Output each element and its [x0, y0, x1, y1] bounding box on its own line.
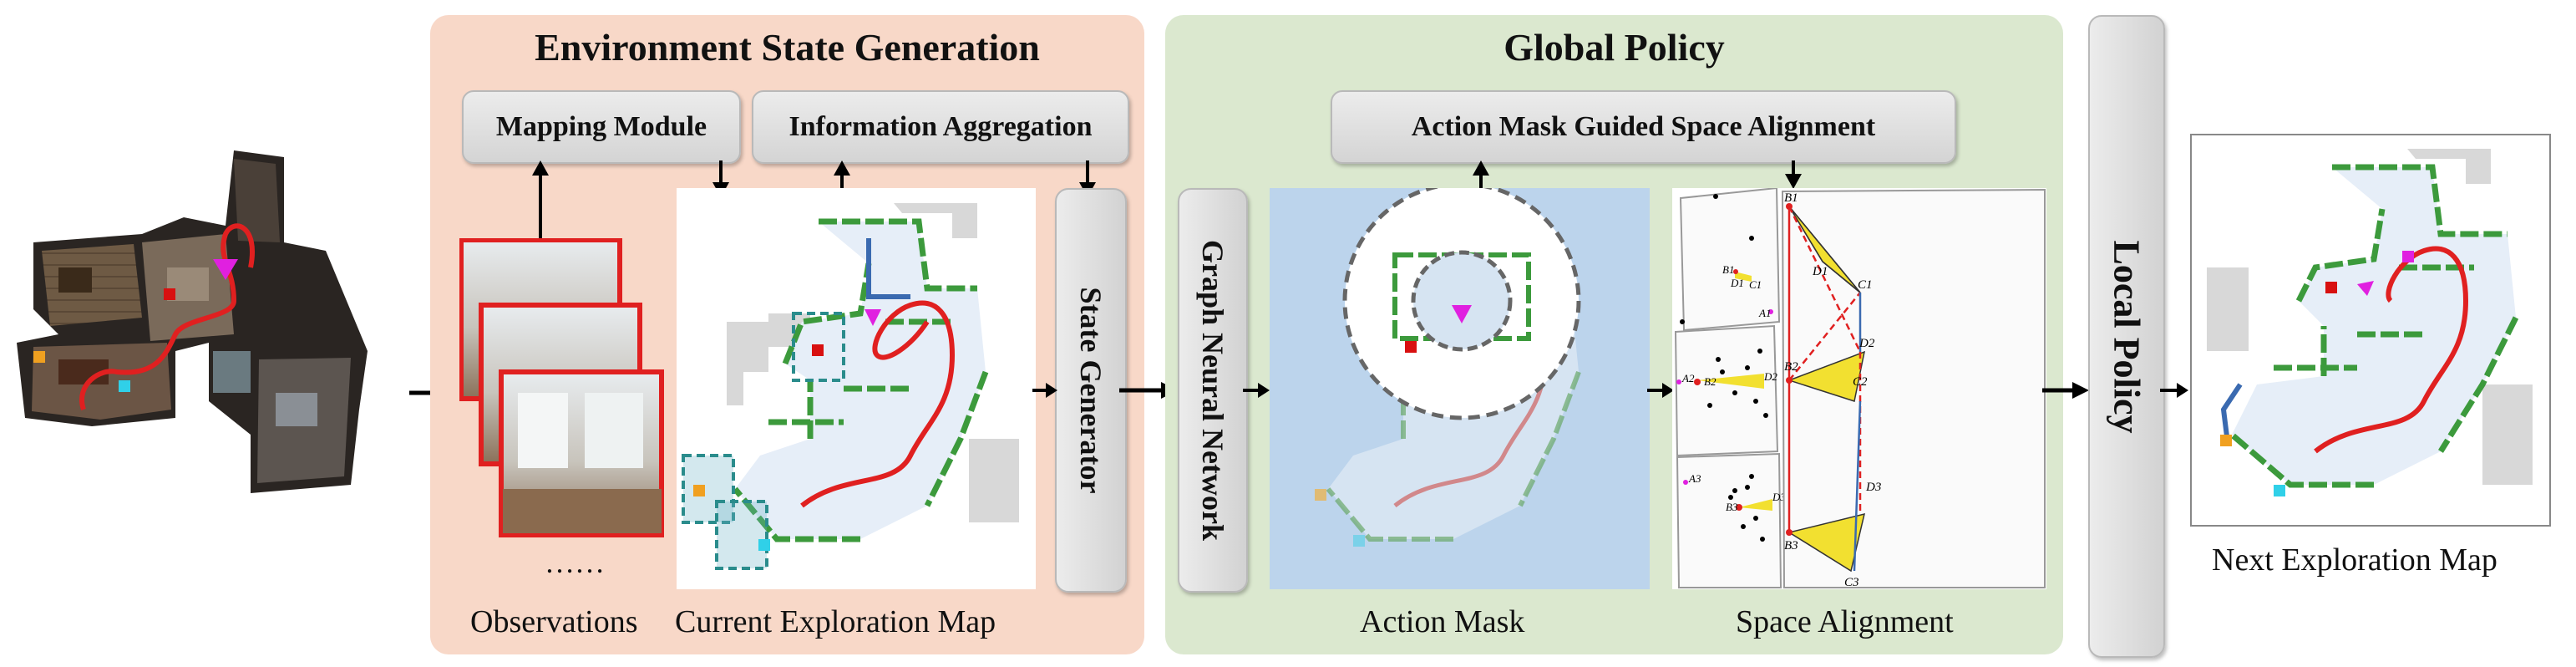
point-cloud-card-2: A2 B2 D2 — [1674, 324, 1779, 457]
local-policy-label: Local Policy — [2106, 240, 2148, 433]
label-b1: B1 — [1784, 191, 1798, 205]
mapping-module-label: Mapping Module — [495, 111, 707, 142]
arrow-local-policy-to-next-map — [2160, 383, 2188, 398]
current-exploration-map — [677, 188, 1036, 589]
panel-title-global-policy: Global Policy — [1504, 26, 1725, 69]
label-c3: C3 — [1844, 576, 1859, 589]
action-mask-caption: Action Mask — [1360, 604, 1525, 639]
label-a2: A2 — [1681, 372, 1695, 384]
space-alignment-caption: Space Alignment — [1736, 604, 1954, 639]
observation-frames — [459, 238, 664, 537]
label-d3-small: D3 — [1772, 491, 1786, 503]
local-policy-button[interactable]: Local Policy — [2088, 15, 2165, 658]
mapping-module-button[interactable]: Mapping Module — [462, 90, 741, 164]
action-mask-alignment-label: Action Mask Guided Space Alignment — [1411, 111, 1876, 142]
house-3d-image — [17, 150, 368, 493]
arrow-action-mask-to-alignment — [1647, 383, 1674, 398]
agent-marker — [213, 259, 238, 280]
global-module-arrows — [1473, 160, 1802, 189]
label-b2-small: B2 — [1704, 375, 1716, 388]
aligned-triangles: B1 C1 D1 B2 C2 D2 B3 C3 D3 — [1781, 188, 2046, 589]
label-d1: D1 — [1812, 265, 1828, 278]
arrow-map-to-state-generator — [1032, 383, 1057, 398]
space-alignment-diagram: B1 D1 C1 A1 A2 B2 D2 A3 B3 D3 — [1672, 188, 2046, 589]
information-aggregation-button[interactable]: Information Aggregation — [752, 90, 1129, 164]
label-c1-small: C1 — [1749, 278, 1762, 291]
observations-caption: Observations — [470, 604, 638, 639]
label-a1: A1 — [1758, 307, 1771, 319]
graph-neural-network-label: Graph Neural Network — [1196, 240, 1230, 541]
label-d2-small: D2 — [1763, 370, 1777, 383]
label-d2: D2 — [1858, 337, 1875, 350]
next-map-caption: Next Exploration Map — [2212, 542, 2497, 578]
label-d1-small: D1 — [1730, 277, 1744, 289]
arrow-gnn-to-action-mask — [1243, 383, 1270, 398]
state-generator-label: State Generator — [1074, 287, 1108, 494]
label-d3: D3 — [1865, 481, 1881, 494]
panel-title-environment: Environment State Generation — [535, 26, 1040, 69]
information-aggregation-label: Information Aggregation — [789, 111, 1093, 142]
label-b2: B2 — [1784, 360, 1798, 374]
label-b3-small: B3 — [1726, 501, 1738, 513]
label-b3: B3 — [1784, 539, 1798, 552]
point-cloud-card-3: A3 B3 D3 — [1676, 452, 1786, 588]
next-exploration-map — [2190, 134, 2551, 527]
current-map-caption: Current Exploration Map — [675, 604, 996, 639]
action-mask-map — [1270, 188, 1650, 589]
state-generator-button[interactable]: State Generator — [1055, 188, 1127, 593]
graph-neural-network-button[interactable]: Graph Neural Network — [1178, 188, 1248, 593]
label-c1: C1 — [1858, 278, 1873, 292]
label-b1-small: B1 — [1722, 263, 1734, 276]
action-mask-alignment-button[interactable]: Action Mask Guided Space Alignment — [1331, 90, 1956, 164]
arrow-global-to-local-policy — [2042, 382, 2089, 399]
label-a3: A3 — [1688, 472, 1701, 485]
observations-ellipsis: …… — [545, 546, 605, 579]
label-c2: C2 — [1853, 375, 1868, 389]
point-cloud-card-1: B1 D1 C1 A1 — [1679, 188, 1781, 332]
